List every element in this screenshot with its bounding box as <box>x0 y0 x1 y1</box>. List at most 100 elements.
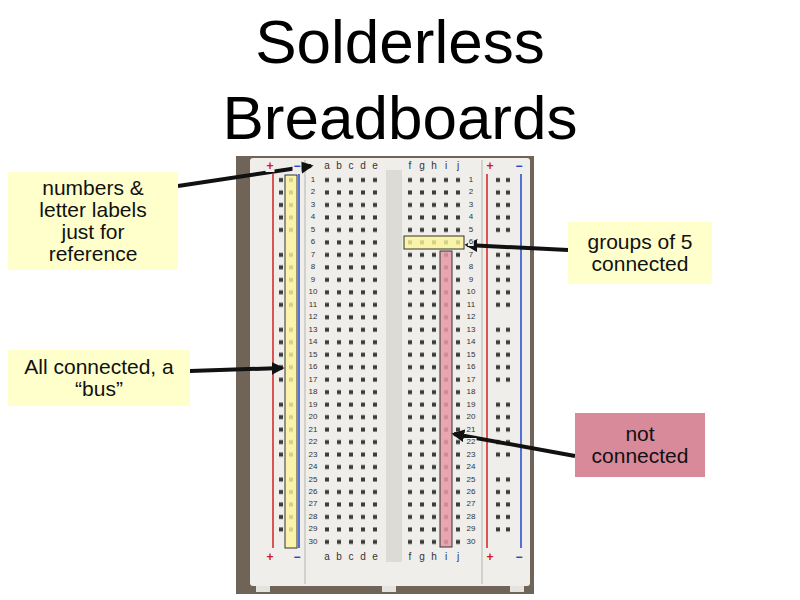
row-number: 27 <box>308 500 319 508</box>
row-number: 29 <box>466 525 477 533</box>
rail-seam <box>304 160 306 584</box>
row-number: 7 <box>310 251 316 259</box>
rail-sign: − <box>292 160 301 172</box>
row-number: 6 <box>310 238 316 246</box>
row-number: 1 <box>468 176 474 184</box>
row-number: 11 <box>308 301 318 309</box>
row-number: 26 <box>466 488 477 496</box>
row-number: 10 <box>308 288 319 296</box>
negative-rail-line <box>520 174 522 548</box>
rail-sign: + <box>485 551 494 563</box>
group-highlight <box>404 236 464 249</box>
row-number: 21 <box>466 426 477 434</box>
row-number: 22 <box>308 438 319 446</box>
breadboard-body <box>250 158 530 586</box>
row-number: 2 <box>310 188 316 196</box>
column-letter: g <box>418 552 426 562</box>
row-number: 11 <box>466 301 476 309</box>
row-number: 2 <box>468 188 474 196</box>
column-letter: g <box>418 161 426 171</box>
row-number: 19 <box>308 401 319 409</box>
row-number: 9 <box>468 276 474 284</box>
column-letter: c <box>348 552 355 562</box>
callout-text: All connected, a “bus” <box>16 356 182 400</box>
callout-text: groups of 5 connected <box>576 231 704 275</box>
row-number: 13 <box>466 326 477 334</box>
leader-arrow <box>190 368 282 371</box>
row-number: 12 <box>466 313 477 321</box>
row-number: 17 <box>308 376 319 384</box>
rail-seam <box>481 160 483 584</box>
row-number: 4 <box>468 213 474 221</box>
row-number: 4 <box>310 213 316 221</box>
bus-highlight <box>285 175 297 548</box>
column-letter: h <box>430 161 438 171</box>
row-number: 14 <box>466 338 477 346</box>
row-number: 24 <box>308 463 319 471</box>
callout-box: not connected <box>575 413 705 477</box>
row-number: 16 <box>308 363 319 371</box>
column-letter: c <box>348 161 355 171</box>
row-number: 9 <box>310 276 316 284</box>
column-letter: e <box>371 552 379 562</box>
rail-sign: + <box>485 160 494 172</box>
leader-arrow <box>467 245 568 250</box>
column-letter: b <box>335 552 343 562</box>
column-letter: f <box>408 552 413 562</box>
row-number: 8 <box>468 263 474 271</box>
row-number: 7 <box>468 251 474 259</box>
column-letter: f <box>408 161 413 171</box>
rail-sign: − <box>514 160 523 172</box>
hole-grid <box>404 174 464 548</box>
hole-grid <box>321 174 381 548</box>
rail-sign: − <box>292 551 301 563</box>
row-number: 24 <box>466 463 477 471</box>
row-number: 17 <box>466 376 477 384</box>
positive-rail-line <box>272 174 274 548</box>
row-number: 29 <box>308 525 319 533</box>
row-number: 5 <box>310 226 316 234</box>
unconnected-highlight <box>440 251 452 547</box>
row-number: 3 <box>310 201 316 209</box>
row-number: 6 <box>468 238 474 246</box>
column-letter: d <box>359 161 367 171</box>
row-number: 30 <box>466 538 477 546</box>
row-number: 28 <box>308 513 319 521</box>
board-tab <box>510 586 524 592</box>
row-number: 8 <box>310 263 316 271</box>
row-number: 28 <box>466 513 477 521</box>
row-number: 3 <box>468 201 474 209</box>
photo-background <box>236 156 534 594</box>
callout-box: groups of 5 connected <box>568 222 712 284</box>
callout-text: not connected <box>583 423 697 467</box>
row-number: 10 <box>466 288 477 296</box>
column-letter: j <box>456 161 460 171</box>
column-letter: a <box>323 552 331 562</box>
row-number: 21 <box>308 426 319 434</box>
slide-title: Solderless Breadboards <box>200 4 600 156</box>
rail-sign: + <box>265 551 274 563</box>
row-number: 15 <box>308 351 319 359</box>
rail-sign: − <box>514 551 523 563</box>
column-letter: i <box>444 552 448 562</box>
row-number: 26 <box>308 488 319 496</box>
rail-holes <box>276 174 296 548</box>
row-number: 16 <box>466 363 477 371</box>
row-number: 19 <box>466 401 477 409</box>
row-number: 1 <box>310 176 316 184</box>
row-number: 25 <box>466 476 477 484</box>
board-tab <box>382 586 396 592</box>
column-letter: e <box>371 161 379 171</box>
board-tab <box>256 586 270 592</box>
column-letter: a <box>323 161 331 171</box>
leader-arrow <box>178 166 311 186</box>
column-letter: d <box>359 552 367 562</box>
column-letter: j <box>456 552 460 562</box>
row-number: 22 <box>466 438 477 446</box>
row-number: 23 <box>466 451 477 459</box>
row-number: 15 <box>466 351 477 359</box>
row-number: 20 <box>308 413 319 421</box>
row-number: 20 <box>466 413 477 421</box>
row-number: 27 <box>466 500 477 508</box>
row-number: 18 <box>308 388 319 396</box>
